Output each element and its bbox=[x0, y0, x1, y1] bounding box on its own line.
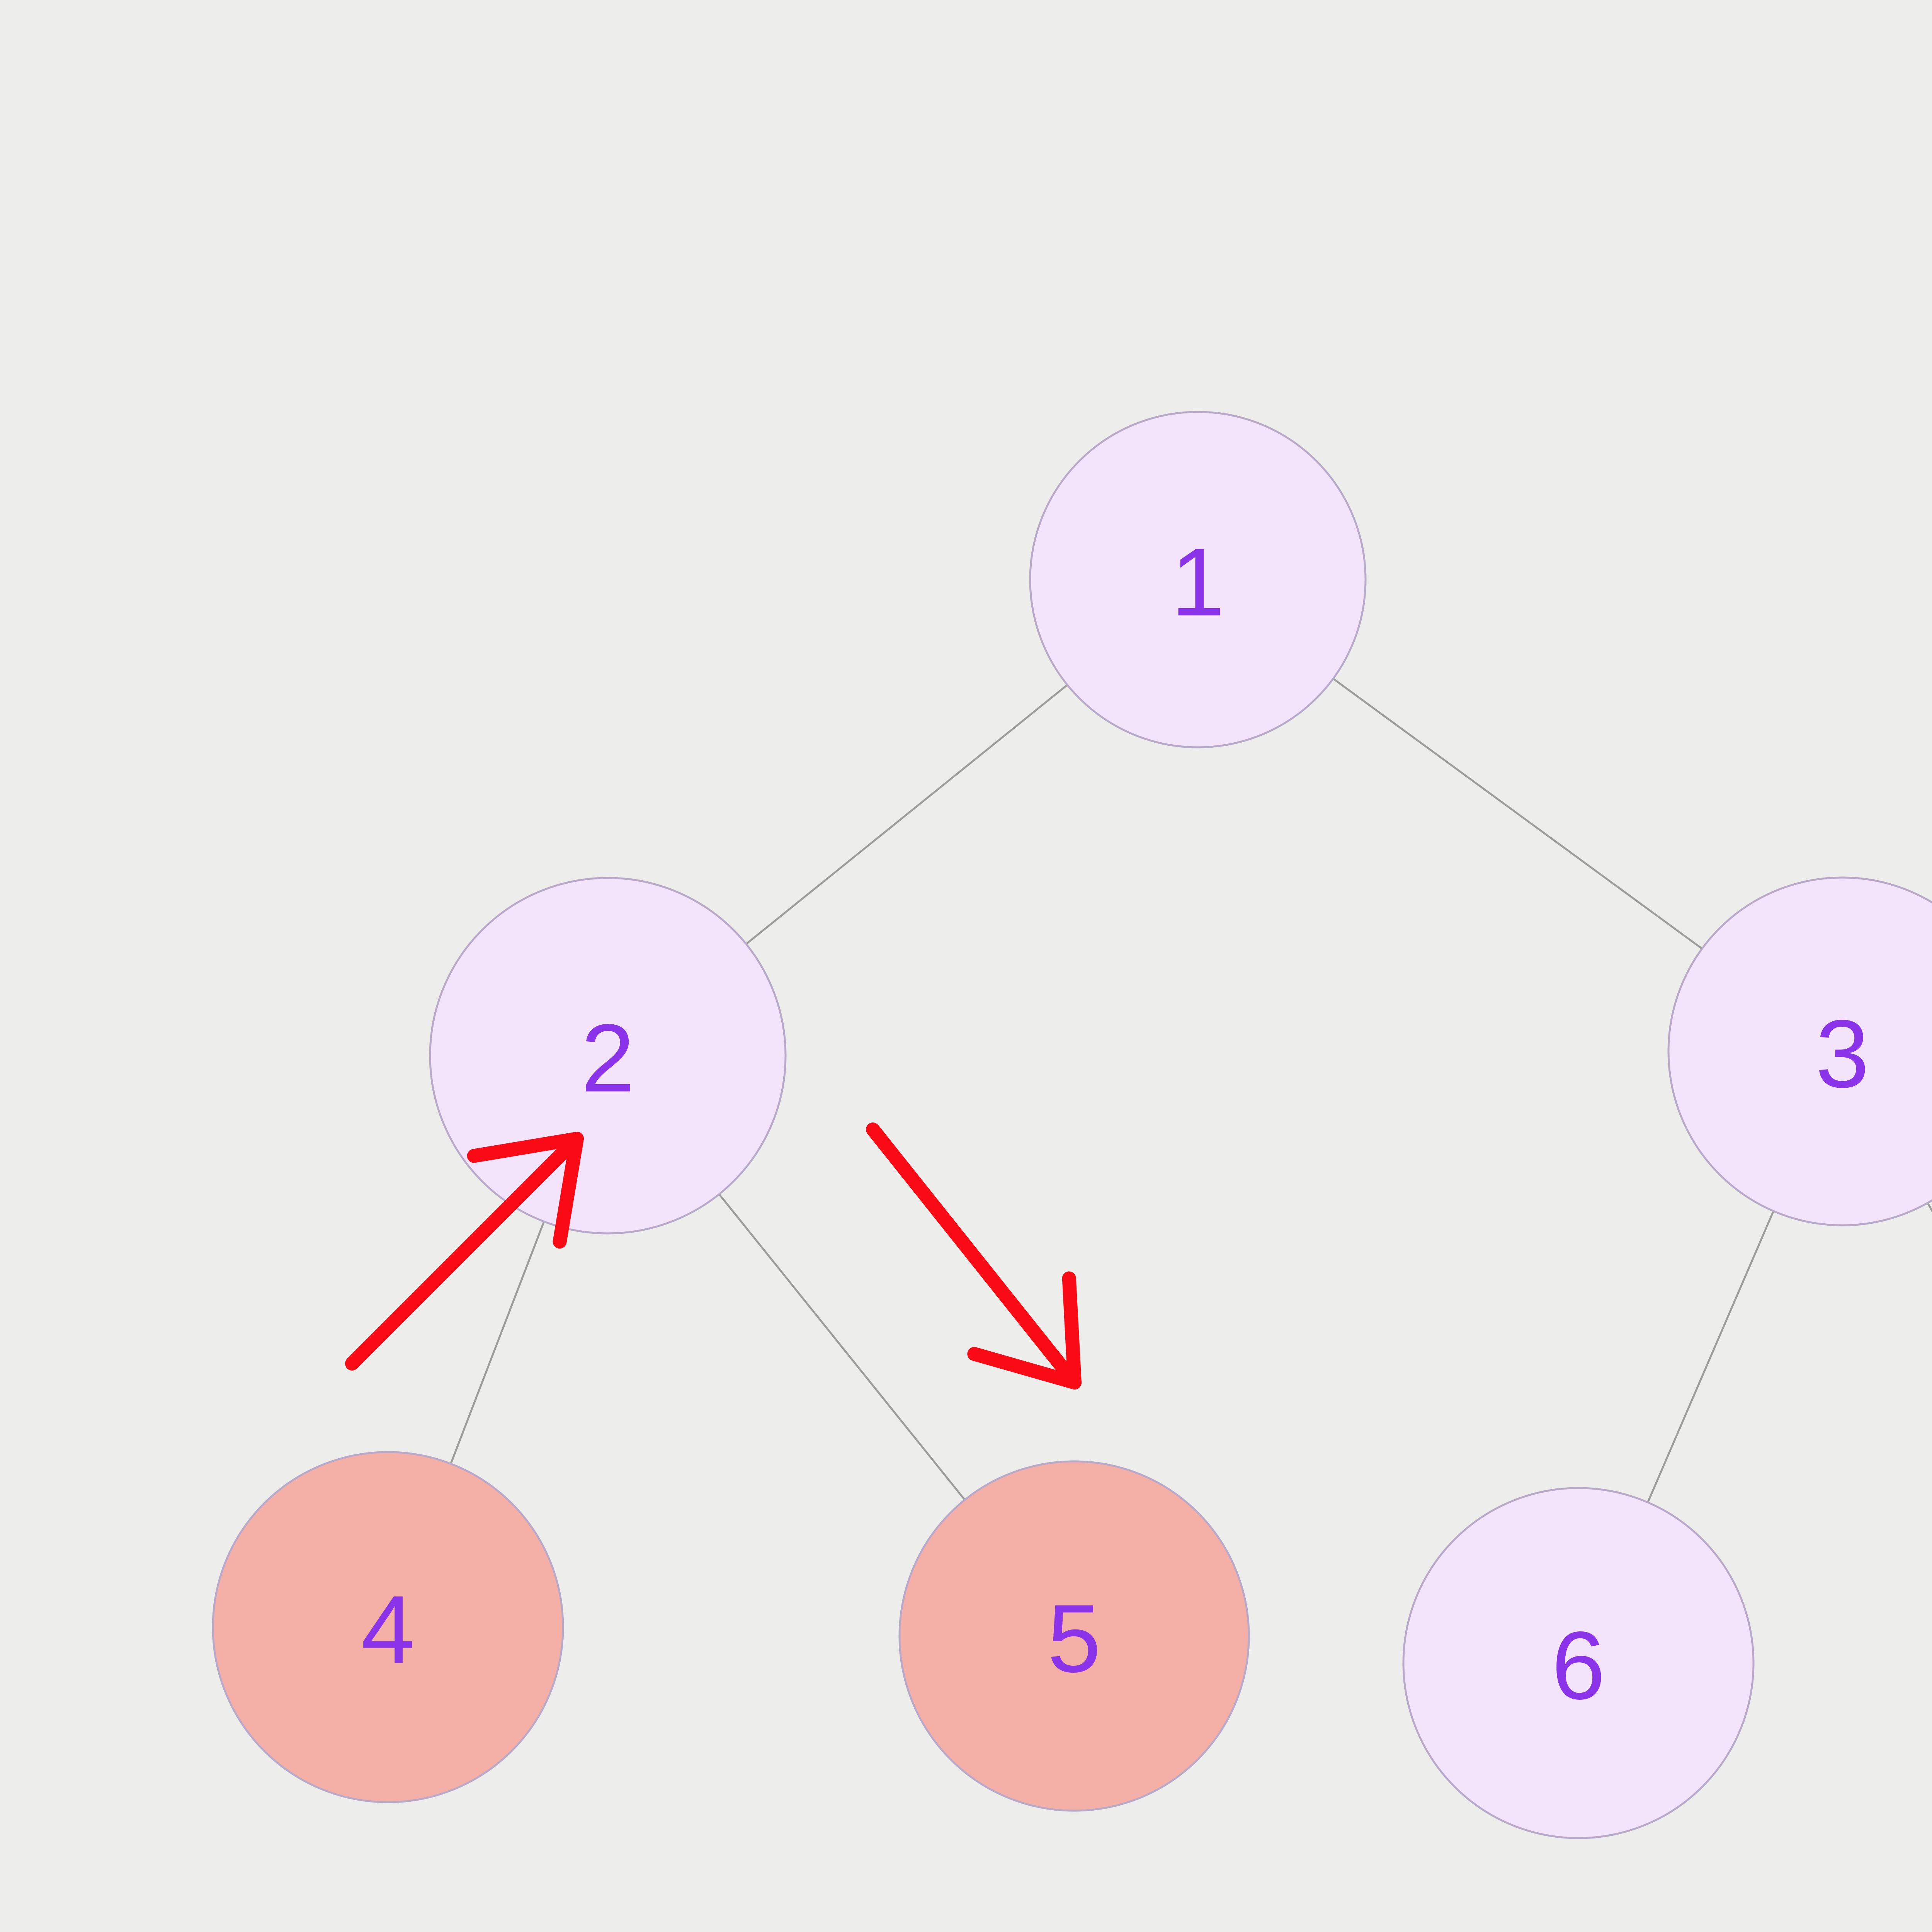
tree-node-6[interactable]: 6 bbox=[1402, 1487, 1755, 1839]
tree-node-4[interactable]: 4 bbox=[212, 1451, 564, 1803]
tree-edge bbox=[745, 684, 1069, 946]
arrow-head-barb bbox=[967, 1347, 1082, 1389]
node-label: 2 bbox=[581, 1004, 634, 1112]
annotation-arrow-right bbox=[866, 1122, 1082, 1389]
node-label: 6 bbox=[1551, 1612, 1605, 1719]
tree-node-3[interactable]: 3 bbox=[1667, 876, 1932, 1226]
tree-edge bbox=[1926, 1202, 1932, 1213]
node-label: 3 bbox=[1815, 1000, 1869, 1108]
edges-layer bbox=[449, 677, 1932, 1503]
node-circle[interactable] bbox=[1029, 411, 1367, 748]
node-circle[interactable] bbox=[1402, 1487, 1755, 1839]
node-label: 1 bbox=[1171, 528, 1225, 636]
tree-edge bbox=[1332, 677, 1703, 950]
node-circle[interactable] bbox=[1667, 876, 1932, 1226]
node-circle[interactable] bbox=[898, 1460, 1250, 1812]
tree-edge bbox=[1646, 1210, 1775, 1503]
annotation-arrow-left bbox=[345, 1132, 584, 1371]
tree-node-1[interactable]: 1 bbox=[1029, 411, 1367, 748]
arrow-head-barb bbox=[1062, 1271, 1082, 1389]
node-label: 5 bbox=[1047, 1585, 1101, 1692]
tree-edge bbox=[718, 1193, 966, 1501]
tree-node-2[interactable]: 2 bbox=[429, 877, 787, 1235]
arrow-head-barb bbox=[553, 1132, 584, 1249]
node-label: 4 bbox=[361, 1576, 415, 1684]
node-circle[interactable] bbox=[212, 1451, 564, 1803]
arrow-shaft bbox=[866, 1122, 1082, 1389]
arrow-head-barb bbox=[467, 1132, 584, 1163]
arrow-shaft bbox=[345, 1132, 584, 1371]
nodes-layer: 1234567 bbox=[212, 411, 1932, 1839]
annotations-layer bbox=[345, 1122, 1082, 1389]
tree-node-5[interactable]: 5 bbox=[898, 1460, 1250, 1812]
tree-edge bbox=[449, 1220, 545, 1465]
